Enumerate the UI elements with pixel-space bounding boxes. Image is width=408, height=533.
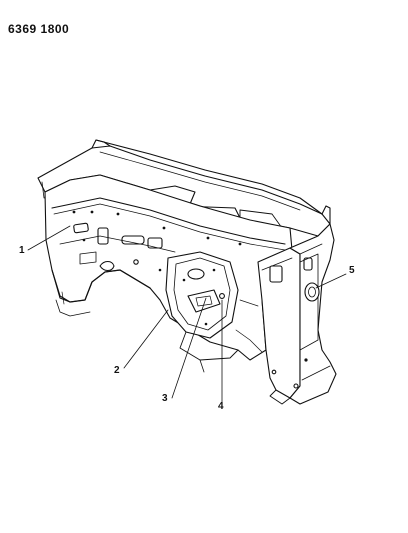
callout-label-3: 3 xyxy=(162,393,168,404)
leader-1 xyxy=(27,225,71,251)
leader-2 xyxy=(123,309,169,369)
diagram-code: 6369 1800 xyxy=(8,22,70,36)
callout-label-4: 4 xyxy=(218,401,224,412)
callout-label-5: 5 xyxy=(349,265,355,276)
callout-label-2: 2 xyxy=(114,365,120,376)
grommet-shape xyxy=(304,282,320,302)
leader-5 xyxy=(315,273,347,289)
callout-leaders xyxy=(27,225,347,403)
leader-3 xyxy=(171,297,207,399)
center-reinforcement xyxy=(165,251,239,373)
callout-label-1: 1 xyxy=(19,245,25,256)
cowl-side-pillar xyxy=(235,223,337,405)
